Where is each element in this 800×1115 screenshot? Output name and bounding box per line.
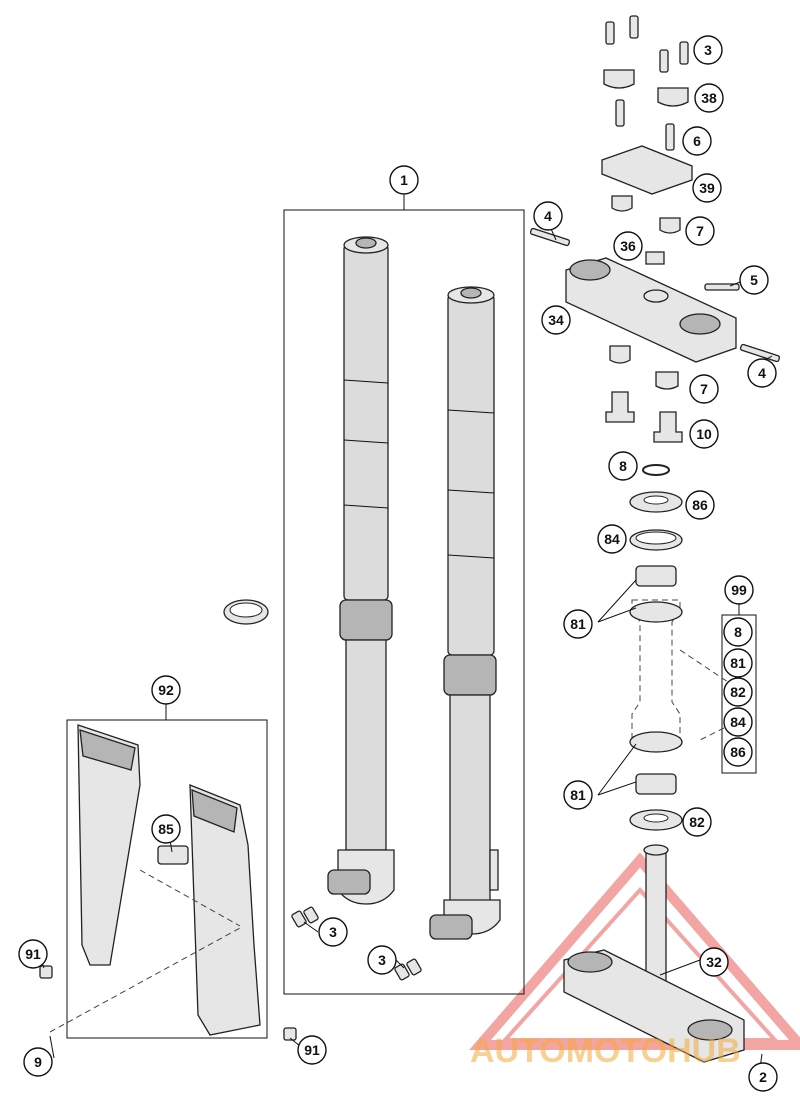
svg-text:91: 91 (304, 1042, 320, 1058)
screw-set-3-middle (394, 958, 422, 981)
callout-7-lower: 7 (689, 374, 719, 404)
svg-text:92: 92 (158, 682, 174, 698)
svg-text:AUTOMOTOHUB: AUTOMOTOHUB (470, 1032, 741, 1070)
svg-text:6: 6 (693, 133, 701, 149)
triple-clamp-lower-32 (563, 844, 745, 1063)
seal-ring-84 (629, 529, 683, 551)
triple-clamp-top-34 (565, 257, 737, 363)
svg-text:32: 32 (706, 954, 722, 970)
callout-10: 10 (689, 419, 719, 449)
callout-4-lower: 4 (747, 358, 777, 388)
seal-82 (629, 809, 683, 831)
svg-text:36: 36 (620, 238, 636, 254)
svg-text:82: 82 (730, 684, 746, 700)
kit-item-8: 8 (723, 617, 753, 647)
fork-protector-left (77, 724, 141, 966)
steering-head-outline (631, 599, 741, 745)
svg-text:2: 2 (759, 1069, 767, 1085)
right-fork-leg (429, 286, 501, 940)
cable-guide-85 (157, 845, 189, 865)
fork-protector-group-frame (66, 719, 268, 1039)
callout-91-left: 91 (18, 939, 48, 969)
bearing-81-lower (635, 773, 677, 795)
bearing-81-upper (635, 565, 677, 587)
svg-text:8: 8 (619, 458, 627, 474)
callout-81-upper: 81 (563, 609, 593, 639)
bushing-10 (605, 391, 683, 443)
svg-text:4: 4 (544, 208, 552, 224)
callout-91-right: 91 (297, 1035, 327, 1065)
callout-86: 86 (685, 490, 715, 520)
svg-text:91: 91 (25, 946, 41, 962)
left-fork-leg (327, 236, 395, 905)
callout-3-middle: 3 (367, 945, 397, 975)
callout-85: 85 (151, 814, 181, 844)
callout-8: 8 (608, 451, 638, 481)
svg-text:4: 4 (758, 365, 766, 381)
callout-9: 9 (23, 1047, 53, 1077)
watermark-text: AUTOMOTOHUB (470, 1032, 741, 1070)
svg-text:3: 3 (704, 42, 712, 58)
o-ring-8 (642, 464, 670, 476)
fork-ring-part (223, 599, 269, 625)
svg-text:10: 10 (696, 426, 712, 442)
handlebar-clamp-base-39 (601, 145, 693, 195)
callout-81-lower: 81 (563, 780, 593, 810)
svg-text:3: 3 (329, 924, 337, 940)
bearing-cups (629, 601, 683, 753)
callout-1: 1 (389, 165, 419, 195)
svg-text:81: 81 (570, 616, 586, 632)
svg-text:82: 82 (689, 814, 705, 830)
svg-text:8: 8 (734, 624, 742, 640)
seal-86 (629, 491, 683, 513)
kit-item-81: 81 (723, 648, 753, 678)
svg-text:81: 81 (570, 787, 586, 803)
kit-item-82: 82 (723, 677, 753, 707)
svg-text:3: 3 (378, 952, 386, 968)
svg-text:84: 84 (730, 714, 746, 730)
svg-text:7: 7 (696, 223, 704, 239)
callout-39: 39 (692, 173, 722, 203)
kit-item-84: 84 (723, 707, 753, 737)
screw-set-3-left (291, 906, 319, 928)
callout-82: 82 (682, 807, 712, 837)
callout-3-left: 3 (318, 917, 348, 947)
callout-84: 84 (597, 524, 627, 554)
callout-2: 2 (748, 1062, 778, 1092)
svg-text:81: 81 (730, 655, 746, 671)
callout-34: 34 (541, 305, 571, 335)
callout-92: 92 (151, 675, 181, 705)
handlebar-clamp-top-38 (603, 69, 689, 107)
svg-text:34: 34 (548, 312, 564, 328)
svg-text:86: 86 (692, 497, 708, 513)
rubber-bushings (609, 195, 681, 390)
nut-36 (645, 251, 665, 265)
callout-36: 36 (613, 231, 643, 261)
callout-7-upper: 7 (685, 216, 715, 246)
callout-99: 99 (724, 575, 754, 605)
bolt-91-right (283, 1027, 297, 1041)
handlebar-clamp-bolts (605, 15, 689, 151)
svg-text:85: 85 (158, 821, 174, 837)
svg-text:1: 1 (400, 172, 408, 188)
svg-text:38: 38 (701, 90, 717, 106)
svg-text:84: 84 (604, 531, 620, 547)
svg-text:99: 99 (731, 582, 747, 598)
svg-text:39: 39 (699, 180, 715, 196)
svg-text:7: 7 (700, 381, 708, 397)
svg-text:9: 9 (34, 1054, 42, 1070)
callout-6: 6 (682, 126, 712, 156)
callout-32: 32 (699, 947, 729, 977)
kit-item-86: 86 (723, 737, 753, 767)
callout-38: 38 (694, 83, 724, 113)
bolt-91-left (39, 965, 53, 979)
svg-text:86: 86 (730, 744, 746, 760)
callout-5: 5 (739, 265, 769, 295)
svg-text:5: 5 (750, 272, 758, 288)
callout-3-top: 3 (693, 35, 723, 65)
callout-4-upper: 4 (533, 201, 563, 231)
fork-protector-right (189, 784, 261, 1036)
